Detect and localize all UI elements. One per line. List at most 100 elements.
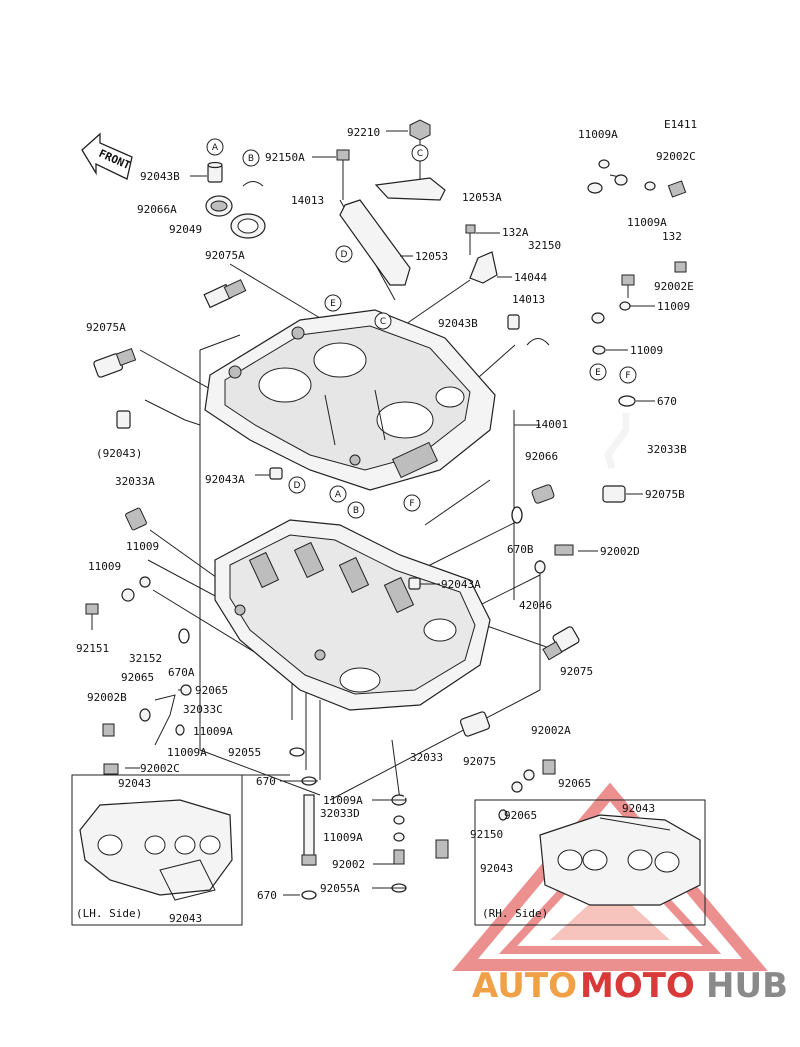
diagram-code: E1411 <box>664 118 697 131</box>
part-92065-washers-right <box>498 769 535 821</box>
part-92075a-plug-left <box>93 347 137 378</box>
part-92002e-bolt <box>621 274 635 298</box>
part-92002b-bolt <box>102 723 115 737</box>
part-132-bolt <box>674 261 687 273</box>
callout-c-mid: C <box>374 312 392 330</box>
part-11009-washers <box>592 301 631 355</box>
label-92066: 92066 <box>525 450 558 463</box>
part-14001-upper-crankcase <box>204 309 496 491</box>
part-92075-plug-right <box>542 626 580 661</box>
label-92065-a: 92065 <box>121 671 154 684</box>
front-arrow-icon: FRONT <box>81 132 133 180</box>
label-11009-a: 11009 <box>657 300 690 313</box>
part-12053-chain-guide <box>339 199 411 286</box>
part-670a-o-ring <box>178 628 190 644</box>
label-92043-paren: (92043) <box>96 447 142 460</box>
part-92075a-plug-upper <box>203 279 247 309</box>
label-92151: 92151 <box>76 642 109 655</box>
label-32033c: 32033C <box>183 703 223 716</box>
svg-text:HUB: HUB <box>706 966 788 1006</box>
label-92002: 92002 <box>332 858 365 871</box>
part-14013-half-bearing <box>526 338 550 346</box>
part-32033a-fitting <box>125 507 147 531</box>
label-14001: 14001 <box>535 418 568 431</box>
part-12053a-guide <box>374 177 446 201</box>
watermark-automotohub: AUTO MOTO HUB <box>472 966 788 1006</box>
callout-f-right: F <box>619 366 637 384</box>
svg-text:D: D <box>341 250 348 260</box>
label-92055: 92055 <box>228 746 261 759</box>
label-lh-side: (LH. Side) <box>76 907 142 920</box>
part-92075b-plug <box>602 485 626 503</box>
label-670-right: 670 <box>657 395 677 408</box>
part-92049-oil-seal <box>230 213 266 239</box>
part-11009-washer-left <box>139 576 151 588</box>
label-92049: 92049 <box>169 223 202 236</box>
callout-b-top: B <box>242 149 260 167</box>
label-92075b: 92075B <box>645 488 685 501</box>
svg-text:E: E <box>595 368 601 378</box>
rh-side-inset <box>474 799 706 926</box>
part-32150-oil-pipe <box>573 174 628 324</box>
label-32033: 32033 <box>410 751 443 764</box>
label-92150: 92150 <box>470 828 503 841</box>
part-92002c-bolt <box>667 180 687 198</box>
svg-text:D: D <box>294 481 301 491</box>
label-11009a-mid: 11009A <box>627 216 667 229</box>
label-92210: 92210 <box>347 126 380 139</box>
label-92002e: 92002E <box>654 280 694 293</box>
part-92002a-bolt <box>542 759 556 775</box>
part-92151-bolt <box>85 603 99 630</box>
label-11009a-center-a: 11009A <box>323 794 363 807</box>
callout-e-right: E <box>589 363 607 381</box>
label-11009-left-a: 11009 <box>126 540 159 553</box>
part-670-o-ring-bottom <box>301 890 317 900</box>
label-14044: 14044 <box>514 271 547 284</box>
label-132: 132 <box>662 230 682 243</box>
part-11009a-washer-a <box>598 159 656 191</box>
svg-text:A: A <box>335 490 342 500</box>
label-92043a-lower: 92043A <box>441 578 481 591</box>
svg-text:F: F <box>625 371 630 381</box>
callout-c-top: C <box>411 144 429 162</box>
part-92210-bolt <box>409 119 431 180</box>
part-670b-o-ring <box>511 506 523 524</box>
part-92150-bolt <box>435 839 449 859</box>
label-670-center: 670 <box>256 775 276 788</box>
part-b-half-bearing <box>242 181 264 187</box>
label-42046: 42046 <box>519 599 552 612</box>
label-92055a: 92055A <box>320 882 360 895</box>
label-92002c-lower: 92002C <box>140 762 180 775</box>
part-92150a-bolt <box>336 149 350 200</box>
label-14013-top: 14013 <box>291 194 324 207</box>
callout-a-top: A <box>206 138 224 156</box>
label-92002b: 92002B <box>87 691 127 704</box>
label-670-bottom: 670 <box>257 889 277 902</box>
label-92043-rh-top: 92043 <box>622 802 655 815</box>
svg-text:F: F <box>409 499 414 509</box>
label-32150: 32150 <box>528 239 561 252</box>
part-92075-plug-bottom <box>459 711 491 737</box>
label-92066a: 92066A <box>137 203 177 216</box>
part-32033-pipe <box>399 773 523 801</box>
label-92075-bottom: 92075 <box>463 755 496 768</box>
label-92075a-upper: 92075A <box>205 249 245 262</box>
part-92043a-dowel-lower <box>408 577 421 590</box>
svg-text:E: E <box>330 299 336 309</box>
label-11009-b: 11009 <box>630 344 663 357</box>
part-670-o-ring <box>618 395 636 407</box>
label-11009-left-b: 11009 <box>88 560 121 573</box>
callout-e-mid: E <box>324 294 342 312</box>
svg-text:B: B <box>353 506 359 516</box>
part-lower-crankcase <box>214 519 491 711</box>
label-rh-side: (RH. Side) <box>482 907 548 920</box>
label-92075a-left: 92075A <box>86 321 126 334</box>
label-32033b: 32033B <box>647 443 687 456</box>
label-92065-right-b: 92065 <box>504 809 537 822</box>
svg-text:B: B <box>248 154 254 164</box>
label-11009a-left-a: 11009A <box>193 725 233 738</box>
part-92043-dowel-left <box>116 410 131 429</box>
label-92043-lh-top: 92043 <box>118 777 151 790</box>
label-92065-b: 92065 <box>195 684 228 697</box>
label-132a: 132A <box>502 226 529 239</box>
